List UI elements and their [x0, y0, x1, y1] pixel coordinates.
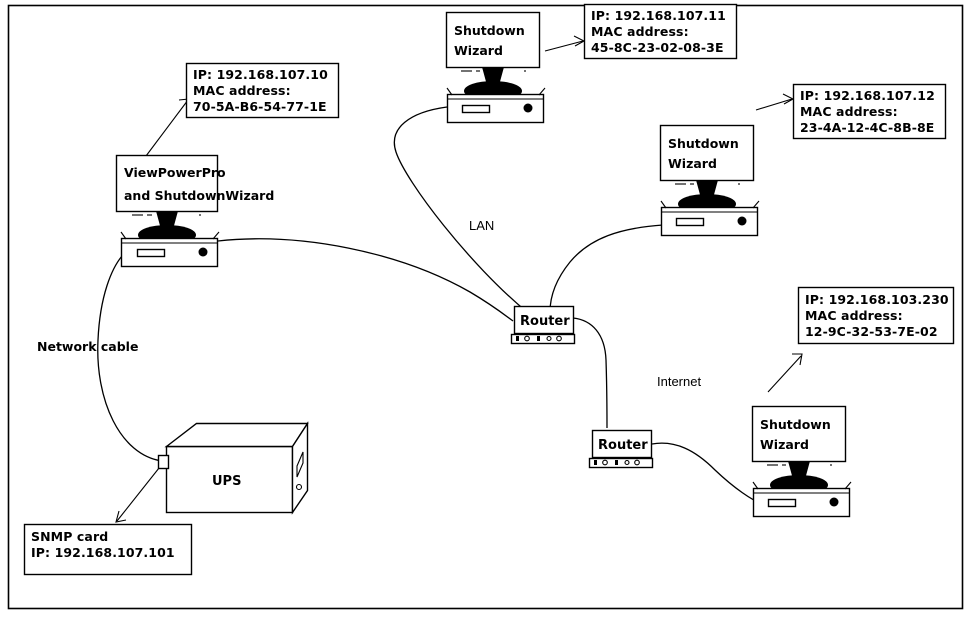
computer-2-screen-line1: Shutdown: [454, 23, 525, 38]
cable-router-to-wizard3: [651, 442, 763, 505]
info-box-shutdown-wizard-3: IP: 192.168.103.230 MAC address: 12-9C-3…: [797, 286, 955, 345]
power-button-wizard-1: [523, 103, 533, 113]
router-internet-body: [591, 429, 653, 459]
router-lan-label: Router: [520, 314, 570, 329]
leader-arrow-info-4: [767, 355, 802, 393]
case-corner-right-wizard-3: [844, 481, 852, 490]
router-lan: Router: [510, 305, 576, 345]
cable-wizard1-to-router: [393, 106, 528, 313]
case-corner-right-wizard-2: [752, 200, 760, 209]
drive-slot-wizard-2: [675, 217, 705, 227]
router-internet-port-5: [634, 459, 640, 466]
info-box-4-line3: 12-9C-32-53-7E-02: [805, 324, 938, 339]
info-box-5-line1: SNMP card: [31, 529, 108, 544]
info-box-snmp-card: SNMP card IP: 192.168.107.101: [23, 523, 193, 576]
ups-vent: [296, 451, 304, 478]
computer-1-screen-line2: and ShutdownWizard: [124, 188, 274, 203]
computer-shutdown-wizard-3: Shutdown Wizard: [751, 405, 852, 518]
computer-shutdown-wizard-1: Shutdown Wizard: [445, 11, 546, 124]
ups-network-port: [157, 454, 170, 470]
label-lan: LAN: [469, 218, 494, 233]
router-internet: Router: [588, 429, 654, 469]
info-box-shutdown-wizard-1: IP: 192.168.107.11 MAC address: 45-8C-23…: [583, 3, 738, 60]
info-box-3-line3: 23-4A-12-4C-8B-8E: [800, 120, 934, 135]
info-box-2-line3: 45-8C-23-02-08-3E: [591, 40, 724, 55]
label-internet: Internet: [657, 374, 701, 389]
computer-3-screen-line2: Wizard: [668, 156, 717, 171]
info-box-1-line3: 70-5A-B6-54-77-1E: [193, 99, 327, 114]
label-network-cable: Network cable: [37, 339, 138, 354]
computer-viewpowerpro: ViewPowerPro and ShutdownWizard: [115, 154, 274, 268]
ups-indicator-led: [295, 483, 303, 491]
info-box-viewpowerpro: IP: 192.168.107.10 MAC address: 70-5A-B6…: [185, 62, 340, 119]
cable-wizard2-to-router: [549, 224, 664, 313]
router-lan-port-4: [546, 335, 552, 342]
info-box-4-line1: IP: 192.168.103.230: [805, 292, 949, 307]
router-internet-label: Router: [598, 438, 648, 453]
computer-shutdown-wizard-2: Shutdown Wizard: [659, 124, 760, 237]
router-internet-port-1: [594, 460, 597, 465]
power-button-wizard-2: [737, 216, 747, 226]
drive-slot-wizard-3: [767, 498, 797, 508]
info-box-2-line1: IP: 192.168.107.11: [591, 8, 726, 23]
case-corner-left-wizard-1: [446, 87, 453, 96]
case-corner-right-wizard-1: [538, 87, 546, 96]
monitor-screen-wizard-1: [445, 11, 541, 69]
cable-viewpowerpro-to-router: [217, 238, 514, 322]
router-internet-port-2: [602, 459, 608, 466]
cable-ups-to-viewpowerpro: [97, 255, 163, 462]
leader-arrowhead-snmp: [115, 510, 127, 523]
ups-device: UPS: [157, 421, 309, 515]
ups-top-face: [164, 422, 309, 448]
leader-arrow-info-1: [142, 99, 189, 161]
router-lan-body: [513, 305, 575, 335]
case-corner-left-wizard-3: [752, 481, 759, 490]
router-lan-ports-strip: [510, 333, 576, 345]
info-box-1-line2: MAC address:: [193, 83, 291, 98]
leader-arrowhead-info-4: [792, 353, 803, 366]
router-lan-port-1: [516, 336, 519, 341]
info-box-shutdown-wizard-2: IP: 192.168.107.12 MAC address: 23-4A-12…: [792, 83, 947, 140]
router-lan-port-2: [524, 335, 530, 342]
info-box-3-line2: MAC address:: [800, 104, 898, 119]
ups-label: UPS: [212, 474, 241, 489]
monitor-screen-wizard-2: [659, 124, 755, 182]
router-lan-port-3: [537, 336, 540, 341]
computer-3-screen-line1: Shutdown: [668, 136, 739, 151]
router-internet-port-4: [624, 459, 630, 466]
computer-1-screen-line1: ViewPowerPro: [124, 165, 226, 180]
ups-side-face: [291, 421, 309, 515]
info-box-4-line2: MAC address:: [805, 308, 903, 323]
computer-2-screen-line2: Wizard: [454, 43, 503, 58]
monitor-screen-wizard-3: [751, 405, 847, 463]
drive-slot-wizard-1: [461, 104, 491, 114]
router-internet-port-3: [615, 460, 618, 465]
leader-arrow-info-3: [755, 98, 793, 111]
diagram-frame: [7, 4, 964, 610]
drive-slot-viewpowerpro: [136, 248, 166, 258]
info-box-1-line1: IP: 192.168.107.10: [193, 67, 328, 82]
cable-router-to-router: [572, 317, 608, 429]
power-button-viewpowerpro: [198, 247, 208, 257]
leader-arrow-info-2: [544, 40, 584, 52]
computer-4-screen-line1: Shutdown: [760, 417, 831, 432]
router-internet-ports-strip: [588, 457, 654, 469]
computer-4-screen-line2: Wizard: [760, 437, 809, 452]
info-box-2-line2: MAC address:: [591, 24, 689, 39]
case-corner-right-viewpowerpro: [212, 231, 220, 240]
info-box-5-line2: IP: 192.168.107.101: [31, 545, 175, 560]
router-lan-port-5: [556, 335, 562, 342]
case-corner-left-viewpowerpro: [120, 231, 127, 240]
leader-arrow-snmp: [116, 462, 164, 522]
info-box-3-line1: IP: 192.168.107.12: [800, 88, 935, 103]
case-corner-left-wizard-2: [660, 200, 667, 209]
power-button-wizard-3: [829, 497, 839, 507]
monitor-screen-viewpowerpro: [115, 154, 219, 213]
